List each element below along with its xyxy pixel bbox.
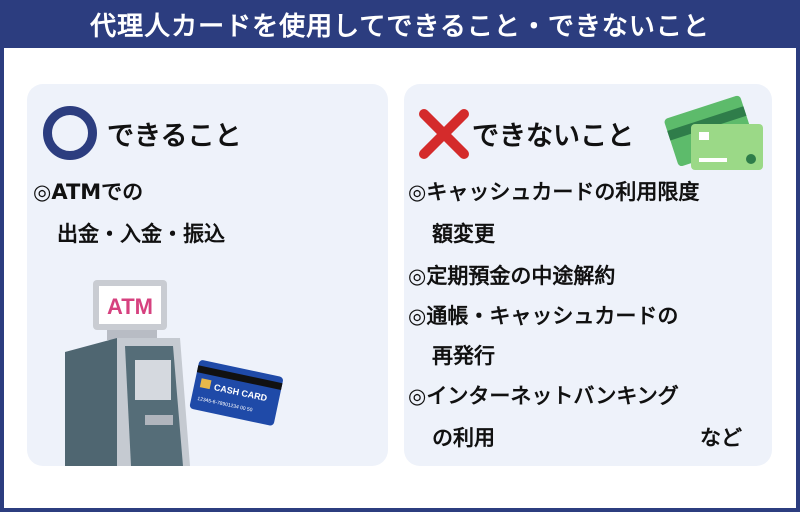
cannot-item: ◎通帳・キャッシュカードの	[408, 304, 679, 328]
atm-illustration: ATM	[65, 280, 190, 466]
page-title: 代理人カードを使用してできること・できないこと	[0, 0, 800, 48]
can-item: ◎ATMでの	[33, 180, 144, 204]
cannot-item: ◎キャッシュカードの利用限度	[408, 180, 700, 204]
cash-card-icon: CASH CARD 12345-6-78901234 00 50	[189, 360, 283, 426]
cannot-item: 再発行	[432, 344, 495, 368]
cannot-item: の利用	[432, 426, 495, 450]
atm-sign: ATM	[107, 294, 153, 319]
cannot-item: ◎定期預金の中途解約	[408, 264, 616, 288]
can-item: 出金・入金・振込	[57, 222, 225, 246]
circle-mark-icon	[43, 106, 97, 160]
can-panel: できること ◎ATMでの 出金・入金・振込 ATM CASH CARD 1234…	[27, 84, 388, 466]
cannot-panel: できないこと ◎キャッシュカードの利用限度 額変更 ◎定期預金の中途解約 ◎通帳…	[404, 84, 772, 466]
etc-label: など	[700, 426, 742, 450]
can-title: できること	[107, 121, 242, 152]
cross-mark-icon	[419, 109, 469, 159]
cannot-item: 額変更	[432, 222, 495, 246]
credit-cards-icon	[664, 95, 763, 170]
cannot-item: ◎インターネットバンキング	[408, 384, 679, 408]
cannot-title: できないこと	[472, 121, 634, 152]
